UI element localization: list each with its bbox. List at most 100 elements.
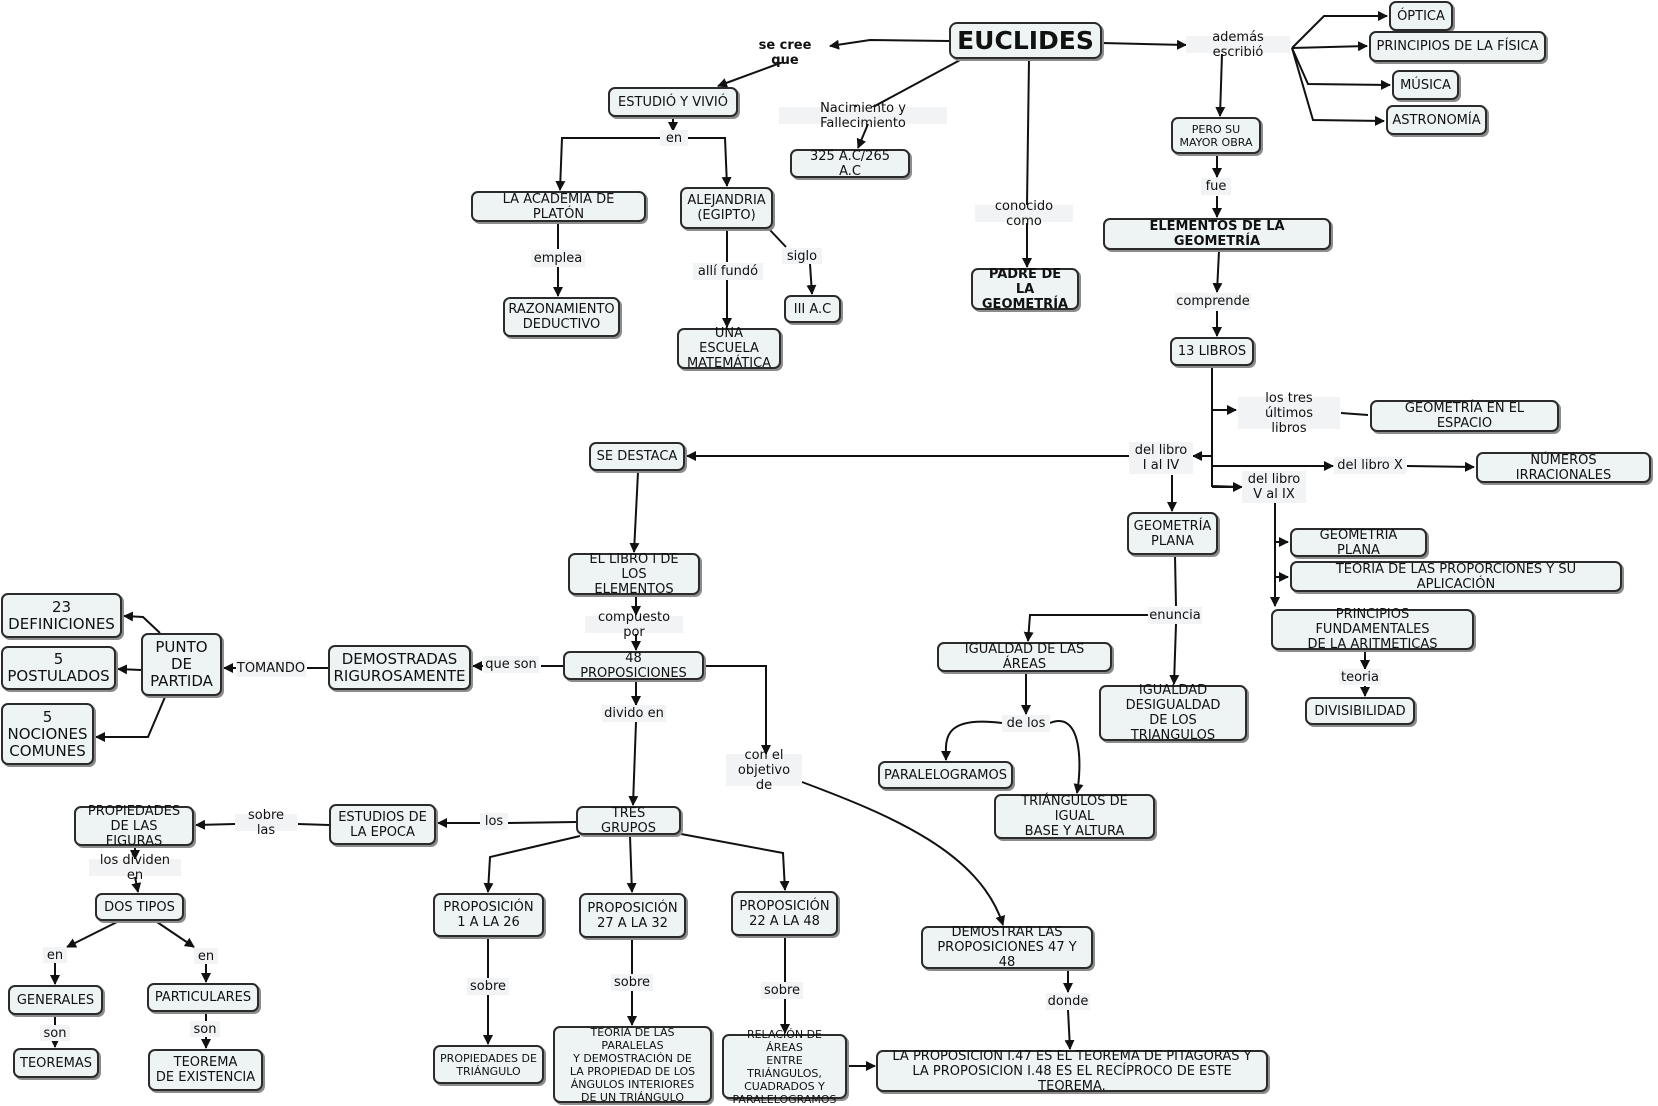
node-particulares[interactable]: PARTICULARES [147, 983, 259, 1012]
node-dos-tipos[interactable]: DOS TIPOS [95, 893, 184, 921]
node-geometria-plana-1[interactable]: GEOMETRÍA PLANA [1127, 512, 1218, 555]
node-definiciones[interactable]: 23 DEFINICIONES [1, 593, 122, 638]
node-pitagoras[interactable]: LA PROPOSICION I.47 ES EL TEOREMA DE PIT… [876, 1049, 1268, 1094]
connector-57 [628, 721, 639, 806]
label-compuesto-por: compuesto por [585, 610, 683, 640]
label-donde: donde [1046, 993, 1090, 1010]
node-teoremas[interactable]: TEOREMAS [13, 1048, 99, 1078]
connector-60 [297, 823, 330, 826]
node-geometria-espacio[interactable]: GEOMETRÍA EN EL ESPACIO [1370, 400, 1559, 432]
node-punto-partida[interactable]: PUNTO DE PARTIDA [141, 633, 222, 696]
node-tres-grupos[interactable]: TRES GRUPOS [576, 806, 681, 836]
node-generales[interactable]: GENERALES [8, 985, 103, 1015]
label-en-particulares: en [194, 948, 218, 964]
connector-23 [1212, 250, 1223, 293]
node-teorema-existencia[interactable]: TEOREMA DE EXISTENCIA [148, 1049, 263, 1091]
connector-63 [131, 876, 142, 893]
node-triangulos-base[interactable]: TRIÁNGULOS DE IGUAL BASE Y ALTURA [994, 794, 1155, 839]
node-academia-platon[interactable]: LA ACADEMIA DE PLATÓN [471, 191, 646, 222]
node-estudios-epoca[interactable]: ESTUDIOS DE LA EPOCA [329, 804, 436, 845]
node-alejandria[interactable]: ALEJANDRIA (EGIPTO) [680, 187, 773, 229]
node-trece-libros[interactable]: 13 LIBROS [1170, 337, 1254, 366]
node-divisibilidad[interactable]: DIVISIBILIDAD [1305, 697, 1415, 725]
label-son-generales: son [40, 1025, 70, 1041]
label-sobre-3: sobre [761, 982, 803, 999]
connector-74 [680, 833, 790, 891]
connector-37 [1174, 555, 1177, 607]
label-se-cree-que: se cree que [741, 38, 829, 68]
label-emplea: emplea [531, 250, 585, 267]
node-demostradas[interactable]: DEMOSTRADAS RIGUROSAMENTE [328, 645, 471, 690]
node-escuela[interactable]: UNA ESCUELA MATEMÁTICA [677, 326, 781, 371]
node-prop-22-48[interactable]: PROPOSICIÓN 22 A LA 48 [731, 891, 838, 936]
node-propiedades-triangulo[interactable]: PROPIEDADES DE TRIÁNGULO [433, 1045, 544, 1084]
connector-39 [1169, 623, 1180, 685]
node-razonamiento[interactable]: RAZONAMIENTO DEDUCTIVO [503, 297, 620, 337]
label-los-dividen-en: los dividen en [89, 853, 181, 883]
connector-3 [555, 137, 660, 191]
label-tres-ultimos: los tres últimos libros [1238, 391, 1340, 436]
connector-4 [688, 137, 732, 187]
node-relacion-areas[interactable]: RELACIÓN DE ÁREAS ENTRE TRIÁNGULOS, CUAD… [722, 1028, 847, 1106]
connector-0 [829, 38, 950, 50]
connector-31 [1406, 461, 1475, 472]
node-iii-ac[interactable]: III A.C [784, 295, 841, 323]
node-libro-i[interactable]: EL LIBRO I DE LOS ELEMENTOS [568, 552, 700, 597]
node-numeros-irracionales[interactable]: NÚMEROS IRRACIONALES [1476, 452, 1651, 483]
connector-13 [1026, 58, 1030, 206]
node-euclides[interactable]: EUCLIDES [949, 22, 1102, 59]
connector-83 [1064, 1009, 1075, 1050]
node-optica[interactable]: ÓPTICA [1389, 1, 1453, 31]
node-postulados[interactable]: 5 POSTULADOS [1, 646, 116, 690]
connector-55 [704, 665, 771, 755]
label-fue: fue [1201, 178, 1231, 195]
connector-1 [717, 61, 784, 88]
connector-38 [1023, 614, 1148, 642]
label-alli-fundo: allí fundó [693, 263, 763, 280]
label-que-son: que son [483, 656, 539, 673]
node-geometria-plana-2[interactable]: GEOMETRIA PLANA [1290, 528, 1427, 558]
connector-81 [801, 781, 1006, 926]
node-prop-1-26[interactable]: PROPOSICIÓN 1 A LA 26 [433, 893, 544, 937]
node-teoria-paralelas[interactable]: TEORÍA DE LAS PARALELAS Y DEMOSTRACIÓN D… [553, 1026, 712, 1104]
connector-73 [626, 835, 637, 893]
node-elementos[interactable]: ELEMENTOS DE LA GEOMETRÍA [1103, 218, 1331, 250]
node-principios-fisica[interactable]: PRINCIPIOS DE LA FÍSICA [1369, 31, 1546, 62]
label-son-particulares: son [190, 1021, 220, 1037]
node-igualdad-desigualdad[interactable]: IGUALDAD DESIGUALDAD DE LOS TRIANGULOS [1099, 683, 1247, 743]
connector-27 [1340, 412, 1369, 416]
node-prop-27-32[interactable]: PROPOSICIÓN 27 A LA 32 [579, 893, 686, 938]
connector-19 [1291, 47, 1391, 90]
label-sobre-las: sobre las [235, 808, 297, 838]
label-dividio-en: divido en [602, 705, 666, 722]
node-astronomia[interactable]: ASTRONOMÍA [1386, 105, 1487, 135]
connector-61 [195, 819, 236, 830]
label-libro-v-ix: del libro V al IX [1242, 471, 1306, 503]
node-propiedades-figuras[interactable]: PROPIEDADES DE LAS FIGURAS [74, 804, 194, 849]
node-padre[interactable]: PADRE DE LA GEOMETRÍA [971, 267, 1079, 312]
node-mayor-obra[interactable]: PERO SU MAYOR OBRA [1171, 117, 1261, 154]
node-igualdad-areas[interactable]: IGUALDAD DE LAS ÁREAS [937, 642, 1112, 672]
node-proposiciones-48[interactable]: 48 PROPOSICIONES [563, 651, 704, 681]
connector-52 [117, 664, 142, 675]
label-conocido-como: conocido como [975, 199, 1073, 229]
node-fechas[interactable]: 325 A.C/265 A.C [790, 149, 910, 179]
node-demostrar-47-48[interactable]: DEMOSTRAR LAS PROPOSICIONES 47 Y 48 [921, 925, 1093, 970]
label-nacimiento: Nacimiento y Fallecimiento [779, 101, 947, 131]
label-sobre-1: sobre [467, 978, 509, 995]
connector-53 [123, 611, 161, 634]
node-principios-aritmeticas[interactable]: PRINCIPIOS FUNDAMENTALES DE LA ARITMETIC… [1271, 607, 1474, 652]
node-estudio-vivio[interactable]: ESTUDIÓ Y VIVIÓ [608, 87, 738, 117]
connector-12 [856, 123, 869, 149]
node-nociones[interactable]: 5 NOCIONES COMUNES [1, 703, 94, 765]
node-se-destaca[interactable]: SE DESTACA [589, 442, 685, 471]
label-de-los: de los [1002, 715, 1050, 732]
node-teoria-proporciones[interactable]: TEORIA DE LAS PROPORCIONES Y SU APLICACI… [1290, 561, 1622, 592]
connector-42 [1049, 720, 1084, 794]
label-siglo: siglo [782, 248, 822, 264]
connector-17 [1291, 11, 1388, 49]
label-comprende: comprende [1175, 293, 1251, 310]
node-musica[interactable]: MÚSICA [1392, 70, 1459, 100]
node-paralelogramos[interactable]: PARALELOGRAMOS [878, 761, 1013, 789]
label-libro-i-iv: del libro I al IV [1129, 442, 1193, 474]
